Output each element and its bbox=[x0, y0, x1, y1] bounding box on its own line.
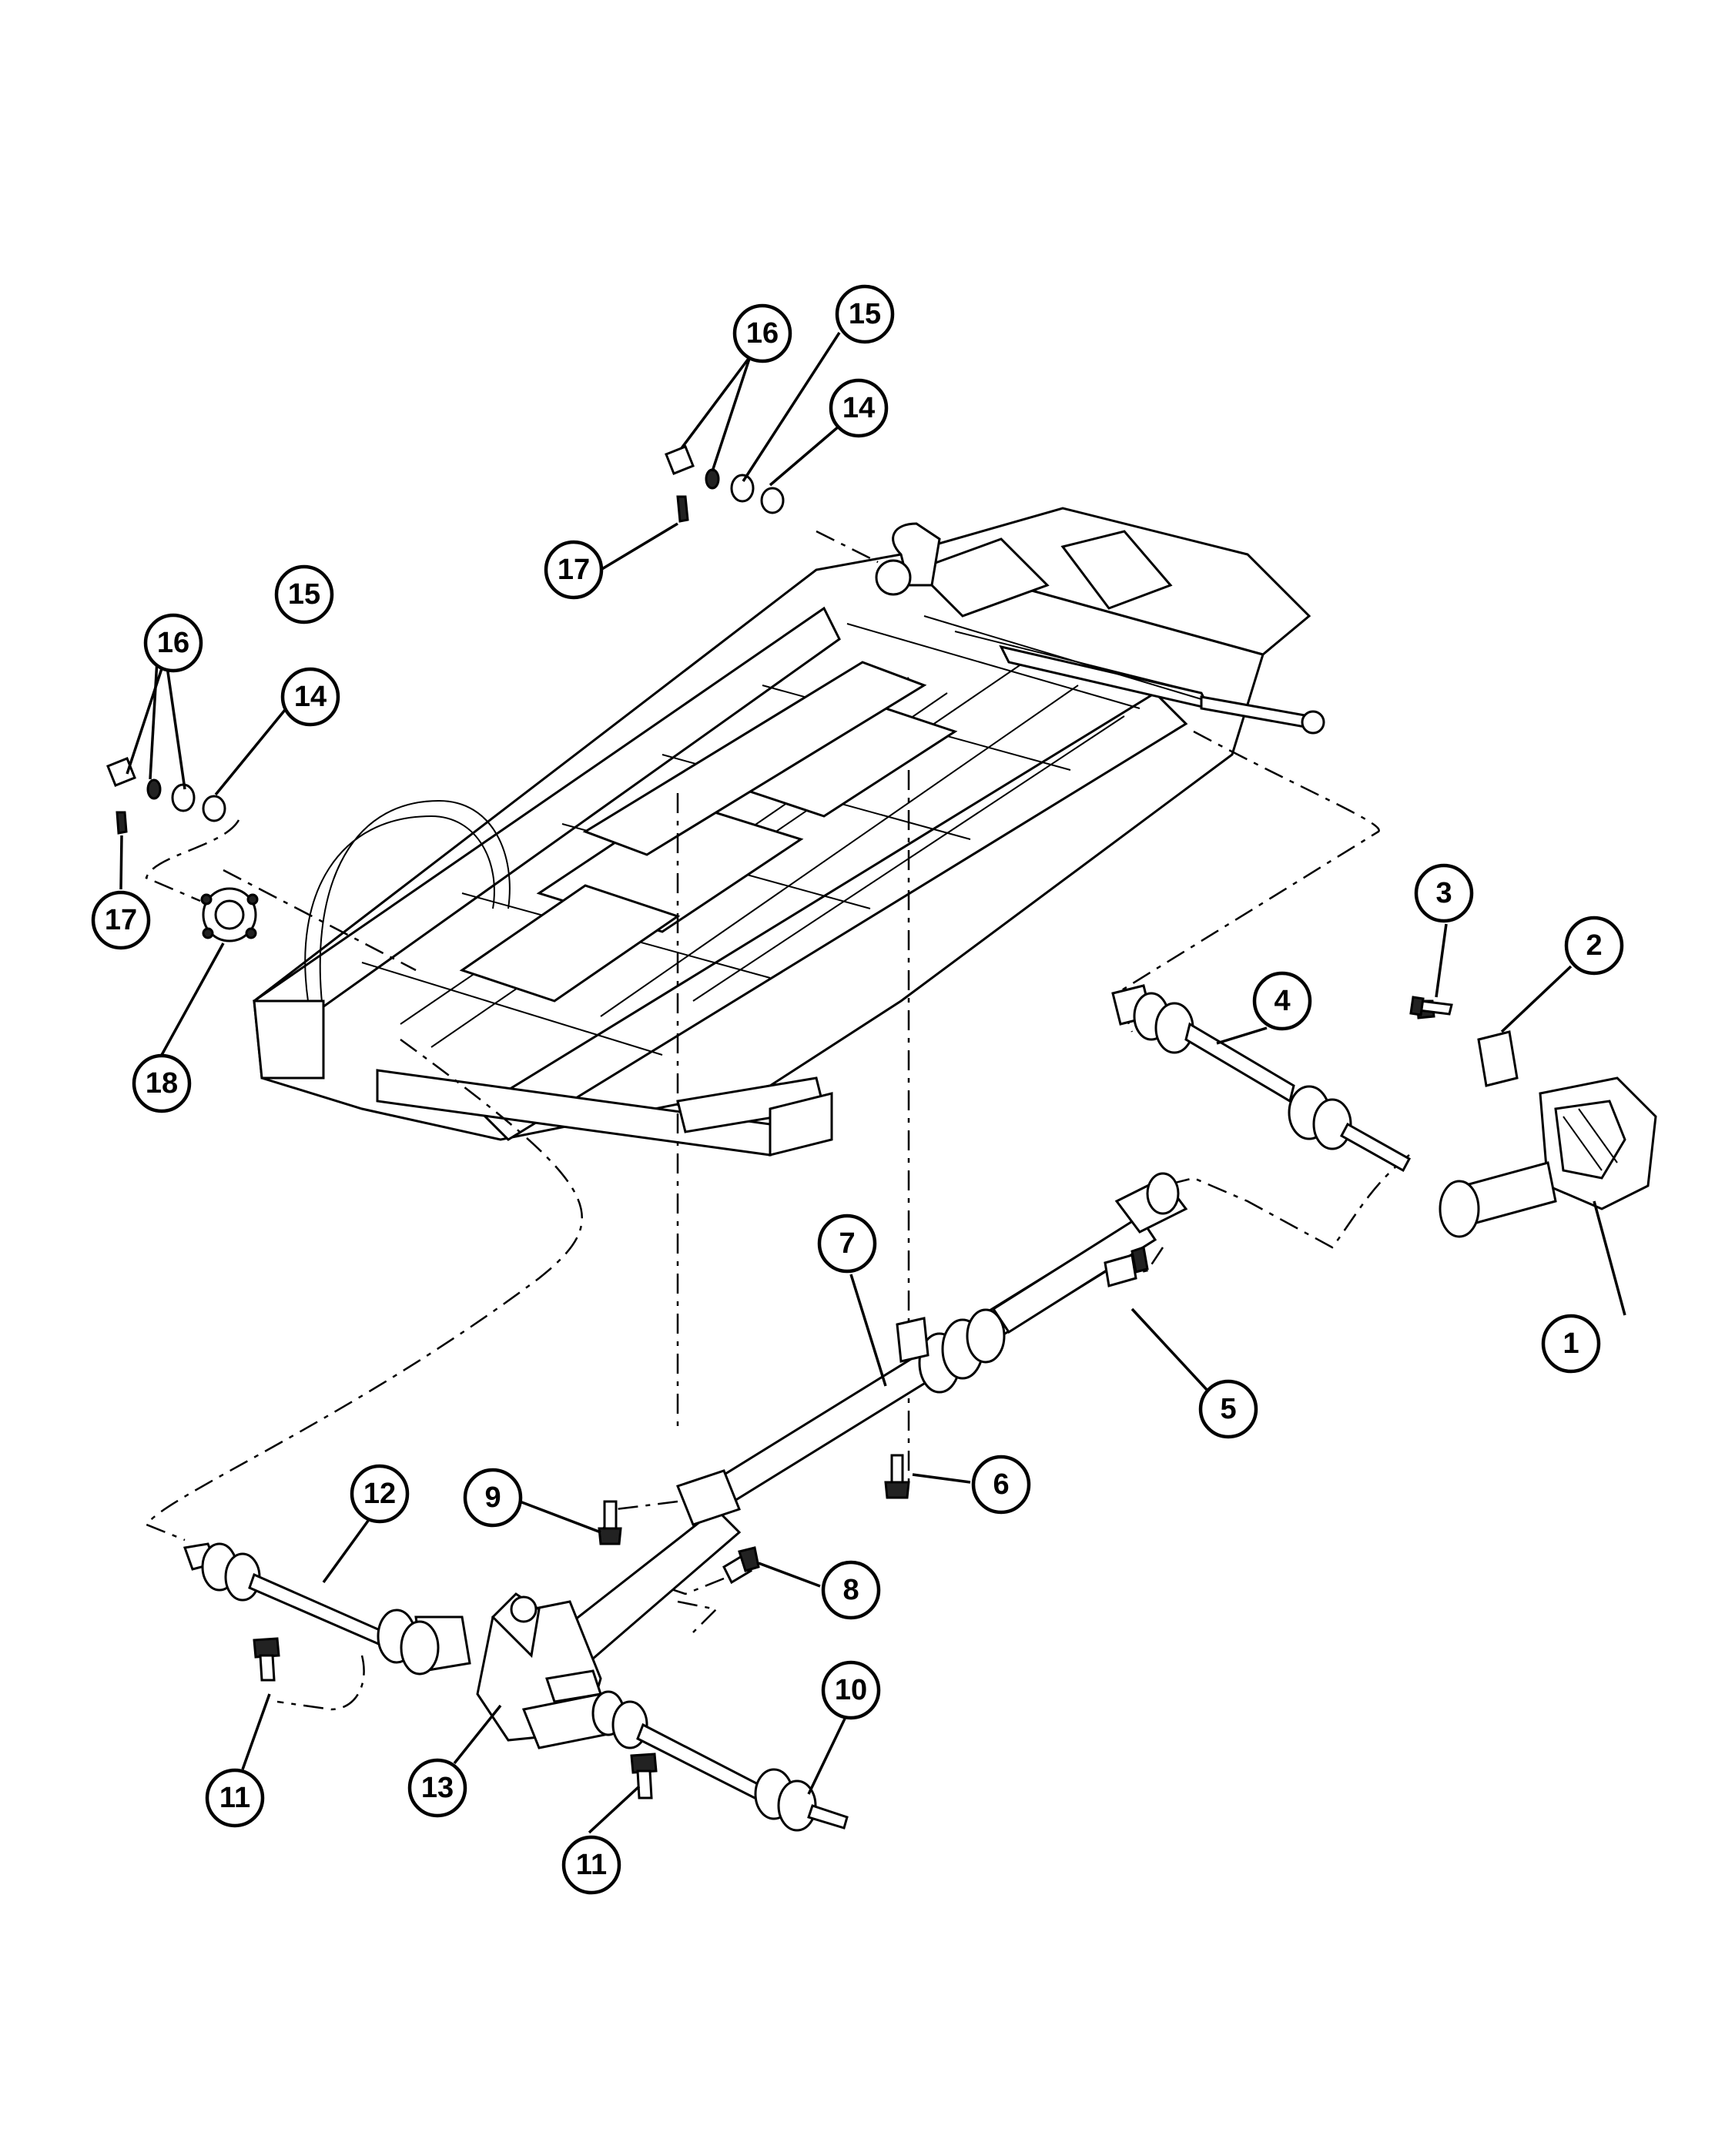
front-half-shaft bbox=[1111, 984, 1412, 1173]
callout-11-left: 11 bbox=[205, 1768, 265, 1828]
svg-text:7: 7 bbox=[839, 1227, 855, 1260]
assembly-dashed-lines bbox=[145, 530, 1410, 1711]
svg-text:14: 14 bbox=[842, 392, 875, 424]
bolt-9 bbox=[598, 1500, 622, 1545]
svg-text:11: 11 bbox=[219, 1782, 250, 1814]
callout-16-left: 16 bbox=[143, 613, 203, 673]
callout-15-top: 15 bbox=[835, 284, 895, 344]
callout-14-left: 14 bbox=[280, 667, 340, 727]
svg-text:3: 3 bbox=[1435, 877, 1452, 909]
svg-text:17: 17 bbox=[558, 554, 590, 586]
hub-nut-washer-stack-front bbox=[665, 445, 785, 523]
svg-text:8: 8 bbox=[842, 1574, 859, 1606]
rear-drive-module bbox=[414, 1469, 742, 1749]
callout-7: 7 bbox=[817, 1214, 877, 1274]
callout-10: 10 bbox=[821, 1660, 881, 1720]
rear-half-shaft-left bbox=[183, 1542, 440, 1676]
bolt-8 bbox=[722, 1546, 760, 1585]
callout-11-right: 11 bbox=[561, 1835, 621, 1895]
callout-8: 8 bbox=[821, 1560, 881, 1620]
svg-text:18: 18 bbox=[146, 1067, 178, 1100]
svg-text:15: 15 bbox=[849, 298, 881, 330]
svg-text:14: 14 bbox=[294, 681, 327, 713]
callout-3: 3 bbox=[1414, 863, 1474, 923]
callout-6: 6 bbox=[971, 1455, 1031, 1515]
callout-4: 4 bbox=[1252, 971, 1312, 1031]
callout-16-top: 16 bbox=[732, 303, 792, 363]
power-transfer-unit bbox=[1415, 999, 1657, 1238]
callout-2: 2 bbox=[1564, 916, 1624, 976]
callout-1: 1 bbox=[1541, 1314, 1601, 1374]
callout-12: 12 bbox=[350, 1464, 410, 1524]
hub-nut-washer-stack-rear bbox=[106, 757, 226, 835]
callout-13: 13 bbox=[407, 1758, 467, 1818]
bolt-11-right bbox=[630, 1753, 658, 1799]
callout-17-top: 17 bbox=[544, 540, 604, 600]
svg-text:10: 10 bbox=[835, 1674, 867, 1706]
svg-text:1: 1 bbox=[1563, 1327, 1579, 1360]
rear-half-shaft-right bbox=[591, 1690, 849, 1832]
rear-hub-bearing bbox=[200, 887, 259, 942]
callout-15-left: 15 bbox=[274, 564, 334, 624]
svg-text:16: 16 bbox=[746, 317, 779, 350]
bolt-11-left bbox=[253, 1637, 280, 1682]
callout-5: 5 bbox=[1198, 1379, 1258, 1439]
bolt-3 bbox=[1409, 996, 1453, 1016]
svg-text:2: 2 bbox=[1586, 929, 1602, 962]
callout-17-left: 17 bbox=[91, 890, 151, 950]
svg-text:15: 15 bbox=[288, 578, 320, 611]
callout-18: 18 bbox=[132, 1053, 192, 1113]
svg-text:11: 11 bbox=[576, 1849, 607, 1881]
bolt-5 bbox=[1104, 1246, 1149, 1287]
svg-text:12: 12 bbox=[363, 1478, 396, 1510]
vehicle-underbody-frame bbox=[252, 507, 1325, 1157]
callout-9: 9 bbox=[463, 1468, 523, 1528]
callout-14-top: 14 bbox=[829, 378, 889, 438]
svg-text:13: 13 bbox=[421, 1772, 454, 1804]
svg-text:5: 5 bbox=[1220, 1393, 1236, 1425]
svg-text:17: 17 bbox=[105, 904, 137, 936]
svg-text:4: 4 bbox=[1274, 985, 1290, 1017]
bolt-6 bbox=[884, 1454, 910, 1499]
svg-text:9: 9 bbox=[484, 1481, 501, 1514]
svg-text:16: 16 bbox=[157, 627, 189, 659]
svg-text:6: 6 bbox=[993, 1468, 1009, 1501]
propeller-shaft bbox=[691, 1172, 1188, 1519]
